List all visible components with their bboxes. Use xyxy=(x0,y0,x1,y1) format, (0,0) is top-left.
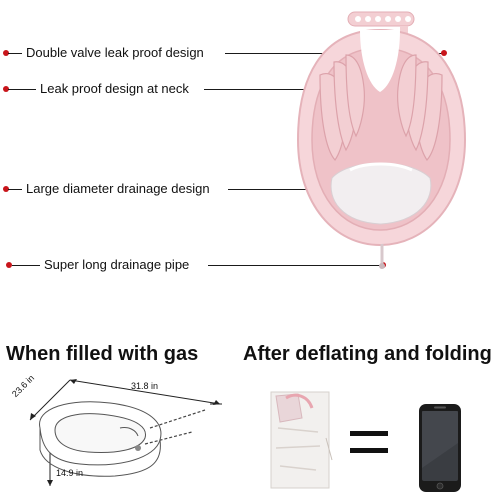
equals-sign-bottom xyxy=(350,448,388,453)
dimension-height: 14.9 in xyxy=(56,468,84,478)
leader-line xyxy=(204,88,382,90)
section-title-folded: After deflating and folding xyxy=(243,343,492,365)
valve-strap xyxy=(347,11,415,36)
callout-label: Leak proof design at neck xyxy=(40,81,189,96)
neck-cutout xyxy=(360,30,400,92)
callout-dot xyxy=(6,262,12,268)
callout-label: Super long drainage pipe xyxy=(44,257,190,272)
drainage-pipe xyxy=(379,244,385,269)
dimension-length: 31.8 in xyxy=(131,381,159,391)
callout-dot xyxy=(3,50,9,56)
folded-package xyxy=(270,391,333,489)
equals-sign-top xyxy=(350,431,388,436)
dimension-drawing xyxy=(29,379,222,486)
section-title-filled: When filled with gas xyxy=(6,343,199,365)
leader-line xyxy=(208,264,380,266)
callout-dot xyxy=(441,50,447,56)
callout-label: Double valve leak proof design xyxy=(26,45,204,60)
leader-line xyxy=(8,188,22,190)
callout-label: Large diameter drainage design xyxy=(26,181,210,196)
leader-line xyxy=(8,88,36,90)
callout-dot xyxy=(3,186,9,192)
smartphone-icon xyxy=(419,404,461,492)
leader-line xyxy=(12,264,40,266)
callout-dot xyxy=(3,86,9,92)
basin-illustration xyxy=(296,11,467,269)
leader-line xyxy=(8,52,22,54)
